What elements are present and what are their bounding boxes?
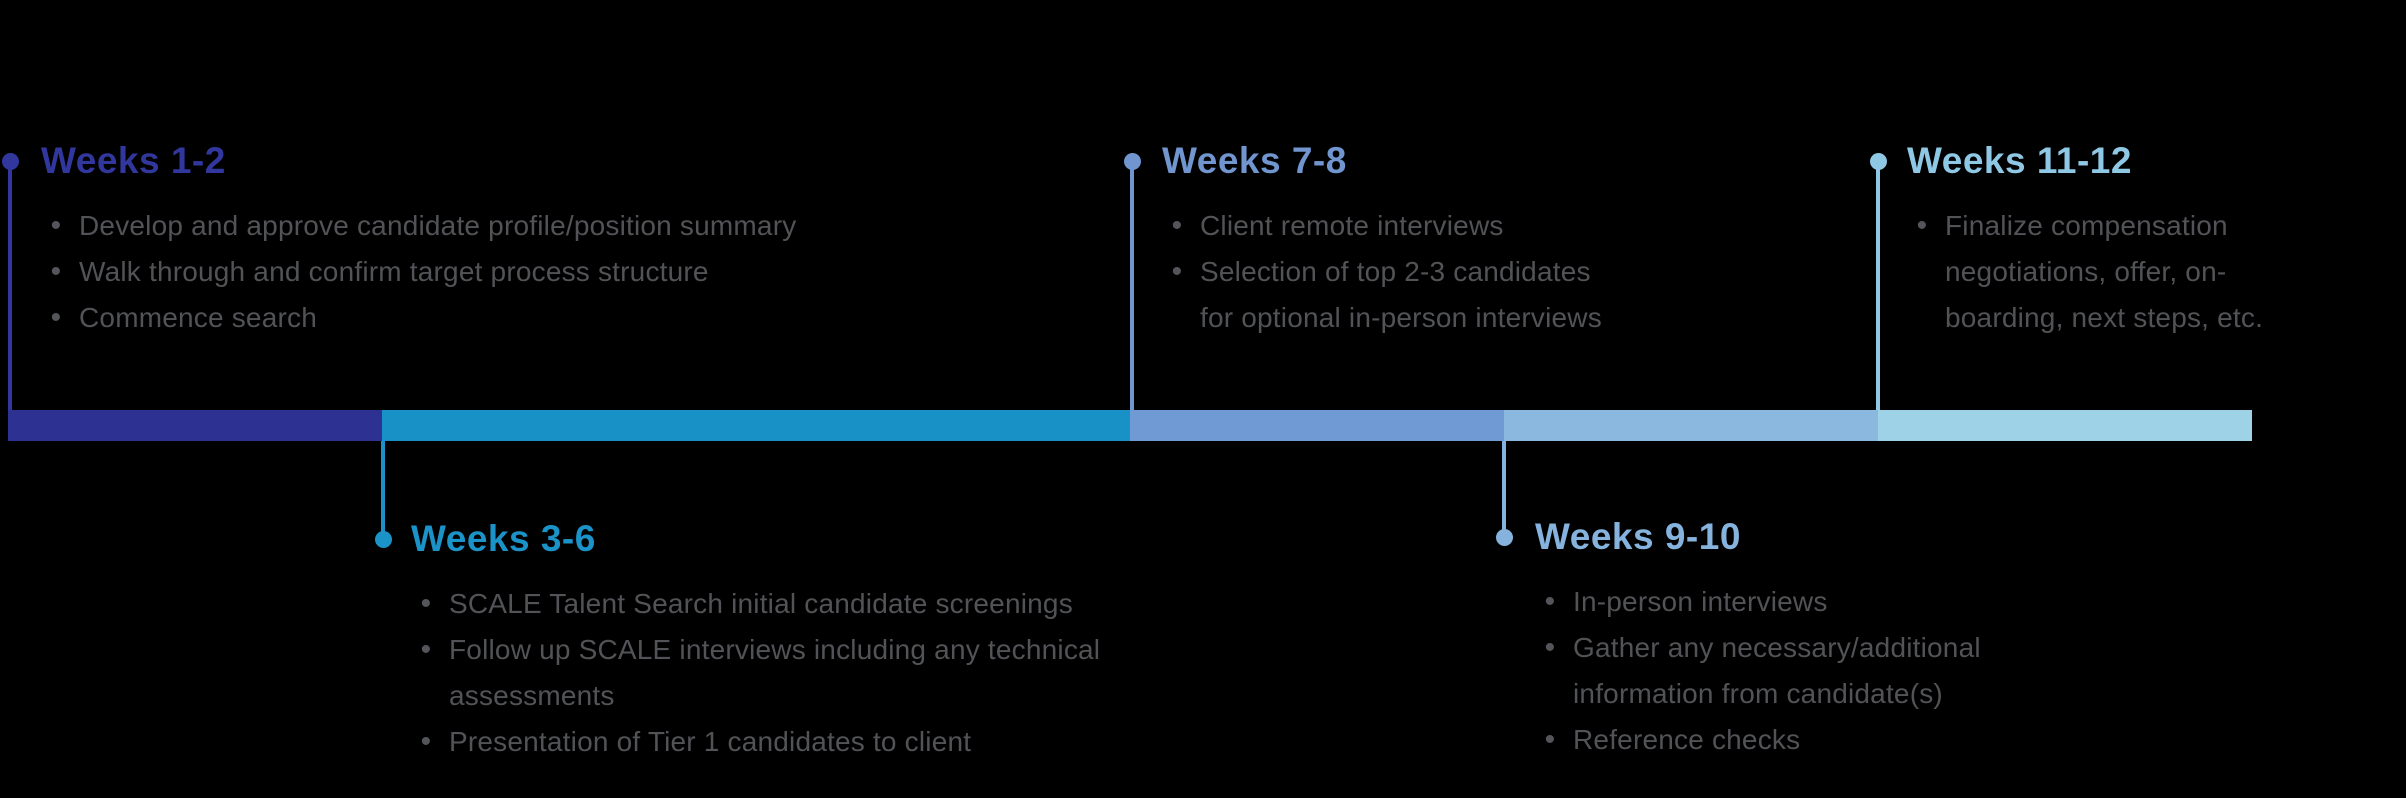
bullet-line: Presentation of Tier 1 candidates to cli… bbox=[449, 726, 972, 757]
milestone-bullet-list: • Client remote interviews • Selection o… bbox=[1162, 203, 1602, 341]
bullet-item: • Reference checks bbox=[1535, 717, 1981, 763]
bullet-icon: • bbox=[1544, 585, 1556, 618]
connector-line-weeks-7-8 bbox=[1130, 162, 1134, 410]
milestone-dot-weeks-3-6 bbox=[375, 531, 392, 548]
connector-line-weeks-9-10 bbox=[1502, 441, 1506, 538]
bullet-icon: • bbox=[1916, 209, 1928, 242]
bullet-item: • Client remote interviews bbox=[1162, 203, 1602, 249]
bullet-icon: • bbox=[1171, 255, 1183, 288]
bullet-line: Client remote interviews bbox=[1200, 210, 1504, 241]
timeline-segment-weeks-3-6 bbox=[382, 410, 1130, 441]
bullet-item: • Walk through and confirm target proces… bbox=[41, 249, 796, 295]
bullet-icon: • bbox=[1171, 209, 1183, 242]
milestone-title: Weeks 9-10 bbox=[1535, 516, 1741, 557]
connector-line-weeks-1-2 bbox=[8, 162, 12, 410]
bullet-item: • SCALE Talent Search initial candidate … bbox=[411, 581, 1100, 627]
timeline-segment-weeks-7-8 bbox=[1130, 410, 1504, 441]
bullet-item: • Presentation of Tier 1 candidates to c… bbox=[411, 719, 1100, 765]
milestone-weeks-9-10: Weeks 9-10 • In-person interviews • Gath… bbox=[1535, 517, 1981, 763]
milestone-bullet-list: • SCALE Talent Search initial candidate … bbox=[411, 581, 1100, 765]
milestone-dot-weeks-1-2 bbox=[2, 153, 19, 170]
bullet-icon: • bbox=[50, 301, 62, 334]
milestone-bullet-list: • In-person interviews • Gather any nece… bbox=[1535, 579, 1981, 763]
bullet-line: Develop and approve candidate profile/po… bbox=[79, 210, 797, 241]
bullet-line: Walk through and confirm target process … bbox=[79, 256, 709, 287]
milestone-title: Weeks 7-8 bbox=[1162, 140, 1347, 181]
bullet-icon: • bbox=[420, 587, 432, 620]
bullet-icon: • bbox=[1544, 723, 1556, 756]
timeline-bar bbox=[8, 410, 2252, 441]
bullet-item: • In-person interviews bbox=[1535, 579, 1981, 625]
bullet-line: Gather any necessary/additional bbox=[1573, 632, 1981, 663]
bullet-item: • Follow up SCALE interviews including a… bbox=[411, 627, 1100, 719]
bullet-line: In-person interviews bbox=[1573, 586, 1828, 617]
bullet-item: • Develop and approve candidate profile/… bbox=[41, 203, 797, 249]
milestone-bullet-list: • Develop and approve candidate profile/… bbox=[41, 203, 797, 341]
milestone-title: Weeks 1-2 bbox=[41, 140, 226, 181]
milestone-title: Weeks 3-6 bbox=[411, 518, 596, 559]
bullet-line: Reference checks bbox=[1573, 724, 1801, 755]
bullet-line: information from candidate(s) bbox=[1573, 678, 1943, 709]
bullet-line: Selection of top 2-3 candidates bbox=[1200, 256, 1591, 287]
timeline-segment-weeks-9-10 bbox=[1504, 410, 1878, 441]
bullet-line: for optional in-person interviews bbox=[1200, 302, 1602, 333]
bullet-line: SCALE Talent Search initial candidate sc… bbox=[449, 588, 1073, 619]
bullet-line: boarding, next steps, etc. bbox=[1945, 302, 2264, 333]
timeline-segment-weeks-11-12 bbox=[1878, 410, 2252, 441]
bullet-item: • Gather any necessary/additional inform… bbox=[1535, 625, 1981, 717]
bullet-icon: • bbox=[420, 633, 432, 666]
bullet-item: • Finalize compensation negotiations, of… bbox=[1907, 203, 2263, 341]
bullet-line: assessments bbox=[449, 680, 615, 711]
bullet-icon: • bbox=[50, 209, 62, 242]
bullet-line: Commence search bbox=[79, 302, 317, 333]
milestone-weeks-11-12: Weeks 11-12 • Finalize compensation nego… bbox=[1907, 141, 2263, 341]
milestone-dot-weeks-9-10 bbox=[1496, 529, 1513, 546]
bullet-icon: • bbox=[420, 725, 432, 758]
bullet-icon: • bbox=[1544, 631, 1556, 664]
bullet-icon: • bbox=[50, 255, 62, 288]
bullet-line: negotiations, offer, on- bbox=[1945, 256, 2227, 287]
bullet-line: Finalize compensation bbox=[1945, 210, 2228, 241]
bullet-line: Follow up SCALE interviews including any… bbox=[449, 634, 1101, 665]
milestone-bullet-list: • Finalize compensation negotiations, of… bbox=[1907, 203, 2263, 341]
bullet-item: • Commence search bbox=[41, 295, 796, 341]
milestone-weeks-3-6: Weeks 3-6 • SCALE Talent Search initial … bbox=[411, 519, 1100, 765]
milestone-weeks-7-8: Weeks 7-8 • Client remote interviews • S… bbox=[1162, 141, 1602, 341]
milestone-weeks-1-2: Weeks 1-2 • Develop and approve candidat… bbox=[41, 141, 796, 341]
timeline-segment-weeks-1-2 bbox=[8, 410, 382, 441]
milestone-title: Weeks 11-12 bbox=[1907, 140, 2132, 181]
connector-line-weeks-3-6 bbox=[381, 441, 385, 539]
connector-line-weeks-11-12 bbox=[1876, 162, 1880, 410]
milestone-dot-weeks-7-8 bbox=[1124, 153, 1141, 170]
milestone-dot-weeks-11-12 bbox=[1870, 153, 1887, 170]
bullet-item: • Selection of top 2-3 candidates for op… bbox=[1162, 249, 1602, 341]
